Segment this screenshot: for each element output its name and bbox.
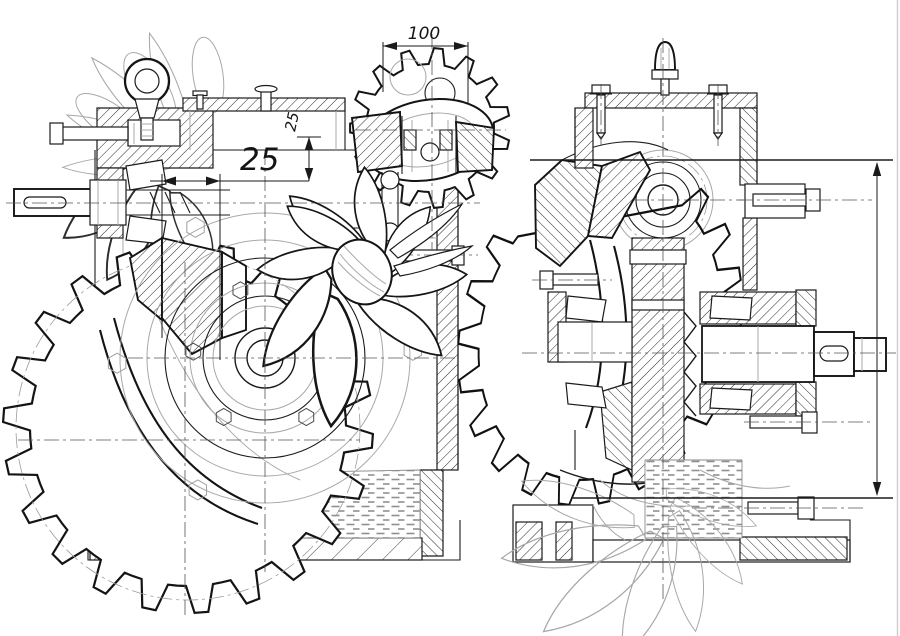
out-bearing-upper [709,295,753,321]
out-bearing-lower [709,387,753,411]
centerlines-right-view [522,38,896,600]
cooling-fan [237,166,475,428]
left-side-bolt [532,270,612,290]
dimension-25-vertical: 25 [281,110,321,181]
shaft-end-journal [853,337,887,372]
output-keyway [819,345,849,362]
fan-spike-1 [389,202,464,259]
right-housing [512,41,872,563]
hub-section-lower [599,381,633,471]
dimension-25-horizontal: 25 [150,142,309,360]
wheel-hub-column [629,237,697,483]
taper-bearing-upper [125,159,167,191]
pinion-gear [349,47,511,266]
dim-25h-label: 25 [240,142,279,178]
dimension-overall-height [530,159,893,499]
wheel-side-gear [457,141,743,507]
right-top-cover [584,92,758,109]
oil-sump-right [644,459,743,539]
dim-100-label: 100 [408,24,440,44]
bottom-right-bolt [692,496,866,520]
side-bolt-left [49,121,135,146]
output-shaft-assembly [532,270,887,520]
ghost-fan-bottom-icon [500,448,791,636]
fan-spike-2 [393,245,475,277]
front-section-view: 100 25 25 [1,24,511,615]
left-taper-bearing-up [565,295,607,323]
dimension-100: 100 [382,24,469,104]
dim-25v-label: 25 [281,110,303,132]
pinion-hub-section-left [350,110,403,174]
upper-right-bolt [738,183,872,219]
wheel-rim-section-wedge-2 [586,150,652,239]
lower-right-bolt [744,411,870,434]
side-section-view [457,38,896,636]
left-taper-bearing-dn [565,382,607,409]
cover-screw [192,90,208,110]
centerlines-left-view [6,34,506,615]
shaft-keyway [23,196,67,209]
pinion-hub-section-right [455,120,495,174]
breather-cap [651,41,679,96]
cover-knob-screw [254,84,278,112]
eyebolt [123,57,171,141]
input-shaft [13,159,230,245]
ball-bearing-upper [380,170,400,190]
